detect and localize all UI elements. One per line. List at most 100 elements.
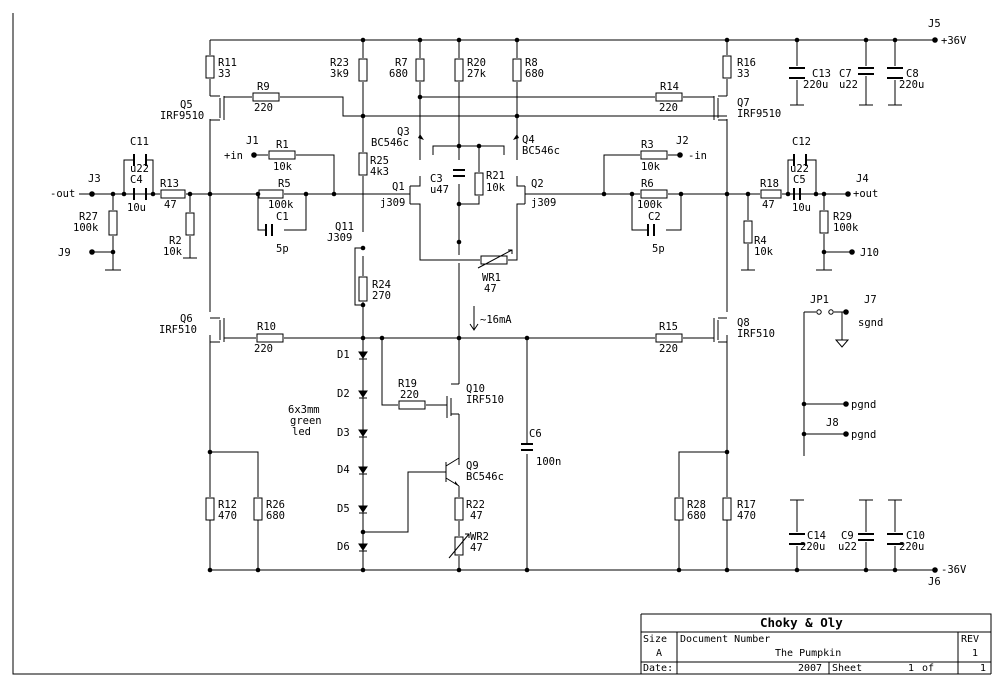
label-C3: C3 [430, 173, 443, 185]
label-D6: D6 [337, 541, 350, 553]
label-C4: C4 [130, 174, 143, 186]
tb-sheet-label: Sheet [832, 663, 862, 674]
label-R22: R22 [466, 499, 485, 511]
label-R19: R19 [398, 378, 417, 390]
port-plus36v: +36V [941, 35, 967, 47]
value-C10: 220u [899, 541, 924, 553]
label-Q9: Q9 [466, 460, 479, 472]
value-R14: 220 [659, 102, 678, 114]
label-WR2: WR2 [470, 531, 489, 543]
label-R16: R16 [737, 57, 756, 69]
port-sgnd: sgnd [858, 317, 883, 329]
label-C14: C14 [807, 530, 826, 542]
label-R28: R28 [687, 499, 706, 511]
value-C11: u22 [130, 163, 149, 175]
label-R18: R18 [760, 178, 779, 190]
port-pgnd-1: pgnd [851, 399, 876, 411]
value-Q5: IRF9510 [160, 110, 204, 122]
value-R12: 470 [218, 510, 237, 522]
label-R10: R10 [257, 321, 276, 333]
value-Q10: IRF510 [466, 394, 504, 406]
label-D5: D5 [337, 503, 350, 515]
value-C5: 10u [792, 202, 811, 214]
value-R25: 4k3 [370, 166, 389, 178]
label-C11: C11 [130, 136, 149, 148]
label-C13: C13 [812, 68, 831, 80]
label-R2: R2 [169, 235, 182, 247]
label-Q7: Q7 [737, 97, 750, 109]
value-R26: 680 [266, 510, 285, 522]
label-C6: C6 [529, 428, 542, 440]
label-WR1: WR1 [482, 272, 501, 284]
tb-sheet: 1 [908, 663, 914, 674]
value-R10: 220 [254, 343, 273, 355]
label-Q4: Q4 [522, 134, 535, 146]
tb-of-label: of [922, 663, 934, 674]
value-C7: u22 [839, 79, 858, 91]
label-R17: R17 [737, 499, 756, 511]
value-R4: 10k [754, 246, 774, 258]
tb-title: The Pumpkin [775, 648, 841, 659]
value-R5: 100k [268, 199, 294, 211]
port-in-minus: -in [688, 150, 707, 162]
label-R6: R6 [641, 178, 654, 190]
tb-size: A [656, 648, 662, 659]
label-C2: C2 [648, 211, 661, 223]
value-C2: 5p [652, 243, 665, 255]
value-Q9: BC546c [466, 471, 504, 483]
title-block: Choky & Oly Size A Document Number The P… [640, 613, 992, 674]
label-Q2: Q2 [531, 178, 544, 190]
value-R15: 220 [659, 343, 678, 355]
port-out-minus: -out [50, 188, 75, 200]
value-R29: 100k [833, 222, 859, 234]
port-J1: J1 [246, 135, 259, 147]
value-R7: 680 [389, 68, 408, 80]
label-R13: R13 [160, 178, 179, 190]
port-out-plus: +out [853, 188, 878, 200]
jumper-JP1: JP1 [810, 294, 829, 306]
value-C12: u22 [790, 163, 809, 175]
value-R20: 27k [467, 68, 487, 80]
tb-date-label: Date: [643, 663, 673, 674]
resistors [108, 55, 829, 559]
value-R8: 680 [525, 68, 544, 80]
label-C12: C12 [792, 136, 811, 148]
value-R24: 270 [372, 290, 391, 302]
value-C13: 220u [803, 79, 828, 91]
value-WR2: 47 [470, 542, 483, 554]
label-R15: R15 [659, 321, 678, 333]
port-in-plus: +in [224, 150, 243, 162]
label-Q8: Q8 [737, 317, 750, 329]
label-R23: R23 [330, 57, 349, 69]
led-note-3: led [292, 426, 311, 438]
port-J6: J6 [928, 576, 941, 588]
led-note-2: green [290, 415, 322, 427]
value-R22: 47 [470, 510, 483, 522]
tb-rev-label: REV [961, 634, 979, 645]
value-C6: 100n [536, 456, 561, 468]
label-R25: R25 [370, 155, 389, 167]
value-Q3: BC546c [371, 137, 409, 149]
value-R23: 3k9 [330, 68, 349, 80]
labels: J5 +36V J6 -36V J3 -out J9 J1 +in J2 -in… [50, 18, 967, 588]
port-J9: J9 [58, 247, 71, 259]
label-R14: R14 [660, 81, 679, 93]
label-C1: C1 [276, 211, 289, 223]
value-R17: 470 [737, 510, 756, 522]
label-R9: R9 [257, 81, 270, 93]
wires [79, 39, 935, 571]
value-R11: 33 [218, 68, 231, 80]
label-R20: R20 [467, 57, 486, 69]
value-Q2: j309 [531, 197, 556, 209]
value-C3: u47 [430, 184, 449, 196]
label-R12: R12 [218, 499, 237, 511]
port-J4: J4 [856, 173, 869, 185]
label-Q3: Q3 [397, 126, 410, 138]
port-J10: J10 [860, 247, 879, 259]
label-R27: R27 [79, 211, 98, 223]
value-Q1: j309 [380, 197, 405, 209]
port-minus36v: -36V [941, 564, 967, 576]
label-R11: R11 [218, 57, 237, 69]
label-D1: D1 [337, 349, 350, 361]
